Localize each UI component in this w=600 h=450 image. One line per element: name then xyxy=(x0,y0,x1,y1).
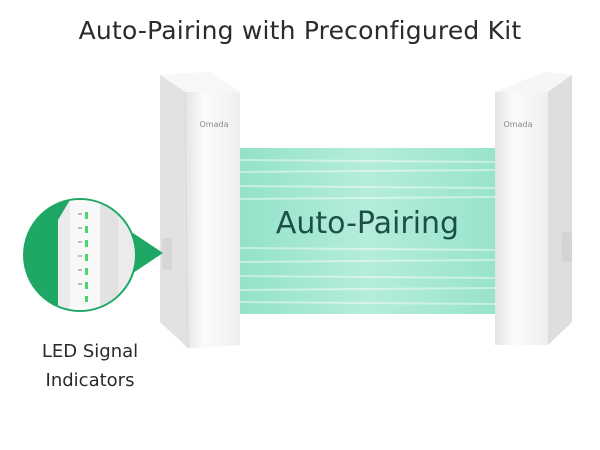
led-caption: LED Signal Indicators xyxy=(20,337,160,395)
left-access-point xyxy=(160,72,240,349)
led-callout xyxy=(23,198,163,312)
beam-label: Auto-Pairing xyxy=(275,206,460,241)
led-caption-line1: LED Signal xyxy=(41,341,139,362)
left-brand-label: Omada xyxy=(200,120,229,129)
pairing-beam xyxy=(236,148,498,314)
page-title: Auto-Pairing with Preconfigured Kit xyxy=(78,16,522,45)
led-caption-line2: Indicators xyxy=(45,370,135,391)
right-access-point xyxy=(495,72,572,345)
right-brand-label: Omada xyxy=(504,120,533,129)
